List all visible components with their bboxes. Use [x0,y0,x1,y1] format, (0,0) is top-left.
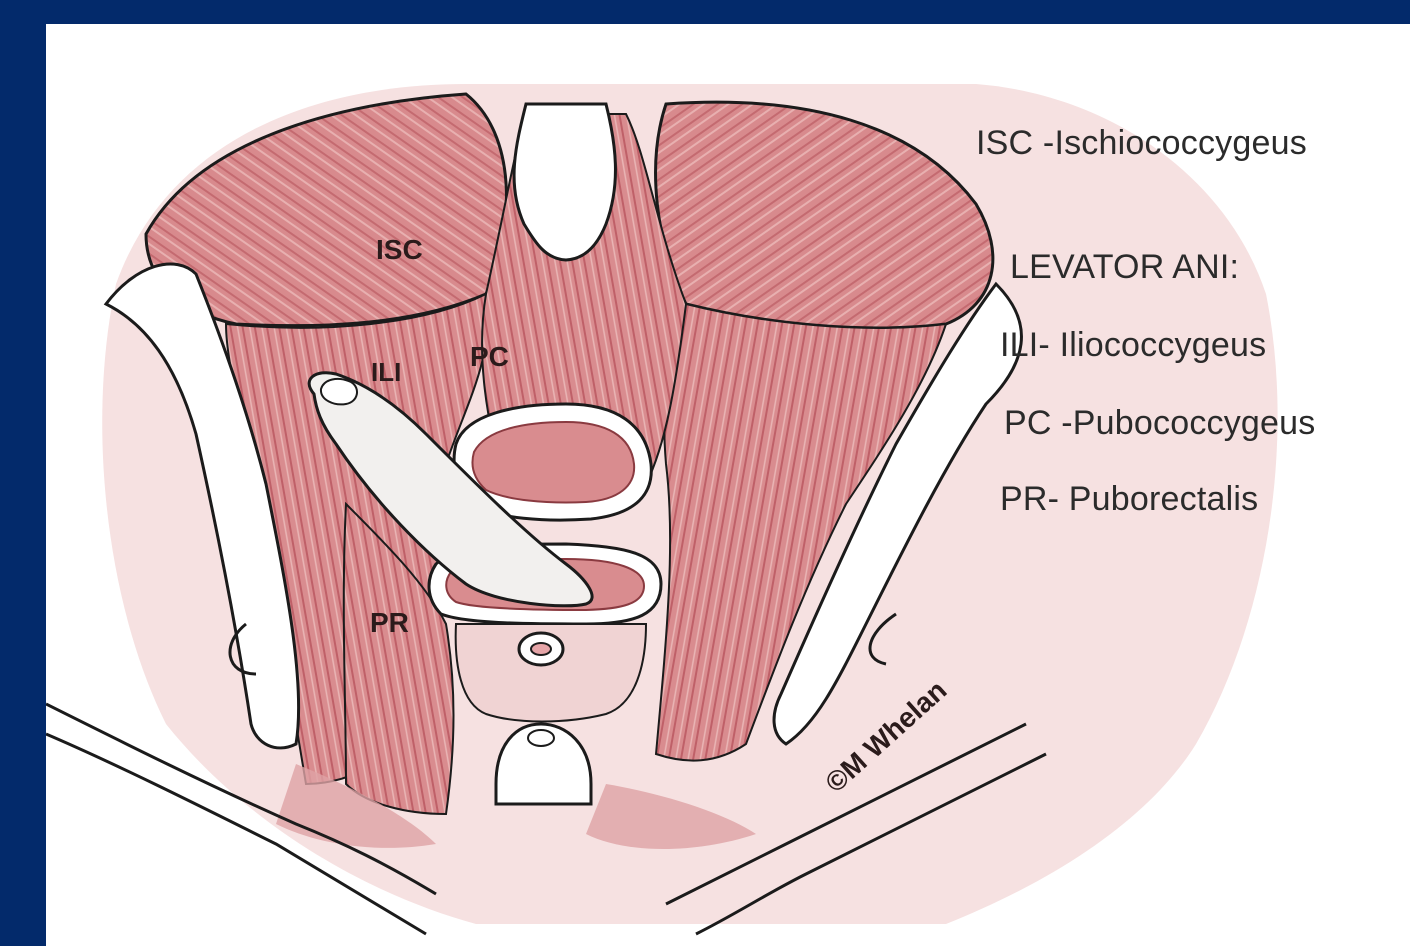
slide-canvas: ISC ILI PC PR ©M Whelan ISC -Ischiococcy… [46,24,1410,946]
legend-isc: ISC -Ischiococcygeus [976,124,1307,163]
legend-levator-heading: LEVATOR ANI: [1010,248,1239,287]
vaginal-lumen [473,422,635,503]
label-ili: ILI [371,357,401,387]
label-isc: ISC [376,234,423,265]
label-pc: PC [470,341,509,372]
coccyx-tip-inner [528,730,554,746]
fingernail [321,379,357,404]
legend-pc: PC -Pubococcygeus [1004,404,1315,443]
legend-ili: ILI- Iliococcygeus [1000,326,1266,365]
label-pr: PR [370,607,409,638]
anal-opening-inner [531,643,551,655]
legend-pr: PR- Puborectalis [1000,480,1258,519]
